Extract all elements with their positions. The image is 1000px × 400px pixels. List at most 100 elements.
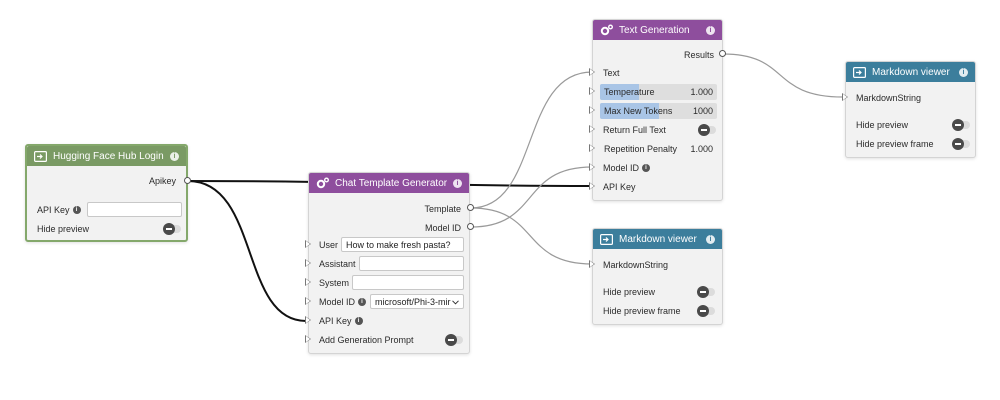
user-input[interactable]: How to make fresh pasta?: [341, 237, 464, 252]
markdown-viewer-title: Markdown viewer: [872, 66, 950, 78]
user-input-port[interactable]: [305, 240, 311, 248]
model-id-output: Model ID: [425, 221, 461, 235]
user-label: User: [319, 240, 339, 250]
info-icon[interactable]: i: [959, 67, 968, 77]
repetition-penalty-input-port[interactable]: [589, 144, 595, 152]
api-key-input-port[interactable]: [589, 182, 595, 190]
assistant-input[interactable]: [359, 256, 464, 271]
max-new-tokens-input-port[interactable]: [589, 106, 595, 114]
markdown-viewer-header[interactable]: Markdown viewer i: [593, 229, 722, 249]
api-key-input-port[interactable]: [305, 316, 311, 324]
markdown-string-label: MarkdownString: [603, 260, 669, 270]
hide-preview-toggle[interactable]: [163, 223, 181, 235]
toggle-knob: [952, 119, 964, 131]
info-icon[interactable]: i: [358, 298, 367, 306]
hide-preview-toggle[interactable]: [697, 286, 715, 298]
return-full-text-row: Return Full Text: [603, 123, 666, 137]
chat-template-header[interactable]: Chat Template Generator i: [309, 173, 469, 193]
model-id-label: Model ID: [319, 297, 356, 307]
text-generation-header[interactable]: Text Generation i: [593, 20, 722, 40]
info-icon[interactable]: i: [453, 178, 462, 188]
toggle-knob: [698, 124, 710, 136]
user-row: User: [319, 238, 338, 252]
temperature-slider[interactable]: Temperature 1.000: [600, 84, 717, 100]
toggle-knob: [952, 138, 964, 150]
chat-api-key-row: API Key i: [319, 314, 363, 328]
assistant-input-port[interactable]: [305, 259, 311, 267]
wire-results-to-viewer1: [722, 53, 844, 98]
toggle-knob: [163, 223, 175, 235]
hide-preview-frame-label: Hide preview frame: [603, 306, 681, 316]
temperature-input-port[interactable]: [589, 87, 595, 95]
info-icon[interactable]: i: [642, 164, 651, 172]
textgen-model-id-row: Model ID i: [603, 161, 651, 175]
hide-preview-frame-toggle[interactable]: [697, 305, 715, 317]
max-new-tokens-fill: [600, 103, 659, 119]
markdown-string-row: MarkdownString: [603, 258, 668, 272]
system-label: System: [319, 278, 350, 288]
repetition-penalty-value: 1.000: [690, 144, 713, 154]
return-full-text-toggle[interactable]: [698, 124, 716, 136]
add-generation-prompt-row: Add Generation Prompt: [319, 333, 414, 347]
temperature-value: 1.000: [690, 87, 713, 97]
api-key-label: API Key: [37, 205, 70, 215]
hf-login-apikey-output: Apikey: [149, 174, 176, 188]
markdown-viewer-title: Markdown viewer: [619, 233, 697, 245]
markdown-string-input-port[interactable]: [589, 260, 595, 268]
hf-login-title: Hugging Face Hub Login: [53, 150, 164, 162]
add-generation-prompt-input-port[interactable]: [305, 335, 311, 343]
model-id-input-port[interactable]: [305, 297, 311, 305]
system-input[interactable]: [352, 275, 464, 290]
markdown-viewer-node-1[interactable]: Markdown viewer i MarkdownString Hide pr…: [845, 61, 976, 158]
markdown-string-input-port[interactable]: [842, 93, 848, 101]
info-icon[interactable]: i: [72, 206, 81, 214]
apikey-output-port[interactable]: [184, 177, 191, 184]
gears-icon: [600, 24, 613, 36]
chat-template-node[interactable]: Chat Template Generator i Template Model…: [308, 172, 470, 354]
hide-preview-frame-toggle[interactable]: [952, 138, 970, 150]
api-key-input[interactable]: [87, 202, 182, 217]
hide-preview-frame-label: Hide preview frame: [856, 139, 934, 149]
markdown-viewer-node-2[interactable]: Markdown viewer i MarkdownString Hide pr…: [592, 228, 723, 325]
template-output: Template: [424, 202, 461, 216]
max-new-tokens-slider[interactable]: Max New Tokens 1000: [600, 103, 717, 119]
info-icon[interactable]: i: [170, 151, 179, 161]
hf-login-api-key-row: API Key i: [37, 203, 81, 217]
max-new-tokens-value: 1000: [692, 106, 713, 116]
template-output-port[interactable]: [467, 204, 474, 211]
hide-preview-row: Hide preview: [603, 285, 655, 299]
hide-preview-toggle[interactable]: [952, 119, 970, 131]
hide-preview-frame-row: Hide preview frame: [603, 304, 681, 318]
hide-preview-label: Hide preview: [603, 287, 656, 297]
model-id-row: Model ID i: [319, 295, 367, 309]
hf-login-node[interactable]: Hugging Face Hub Login i Apikey API Key …: [25, 144, 188, 242]
login-icon: [853, 66, 866, 78]
temperature-fill: [600, 84, 639, 100]
assistant-row: Assistant: [319, 257, 356, 271]
system-input-port[interactable]: [305, 278, 311, 286]
results-output-port[interactable]: [719, 50, 726, 57]
info-icon[interactable]: i: [354, 317, 363, 325]
textgen-api-key-row: API Key: [603, 180, 636, 194]
login-icon: [600, 233, 613, 245]
hf-login-header[interactable]: Hugging Face Hub Login i: [27, 146, 186, 166]
model-id-select[interactable]: microsoft/Phi-3-mir: [370, 294, 464, 309]
repetition-penalty-slider[interactable]: Repetition Penalty 1.000: [600, 141, 717, 157]
wire-modelid-to-textgen-modelid: [470, 166, 593, 228]
text-generation-title: Text Generation: [619, 24, 690, 36]
add-generation-prompt-toggle[interactable]: [445, 334, 463, 346]
api-key-label: API Key: [319, 316, 352, 326]
info-icon[interactable]: i: [706, 234, 715, 244]
toggle-knob: [445, 334, 457, 346]
return-full-text-input-port[interactable]: [589, 125, 595, 133]
text-input-port[interactable]: [589, 68, 595, 76]
info-icon[interactable]: i: [706, 25, 715, 35]
text-generation-node[interactable]: Text Generation i Results Text Temperatu…: [592, 19, 723, 201]
markdown-viewer-header[interactable]: Markdown viewer i: [846, 62, 975, 82]
results-output: Results: [684, 48, 714, 62]
model-id-input-port[interactable]: [589, 163, 595, 171]
system-row: System: [319, 276, 349, 290]
model-id-label: Model ID: [603, 163, 640, 173]
model-id-output-port[interactable]: [467, 223, 474, 230]
